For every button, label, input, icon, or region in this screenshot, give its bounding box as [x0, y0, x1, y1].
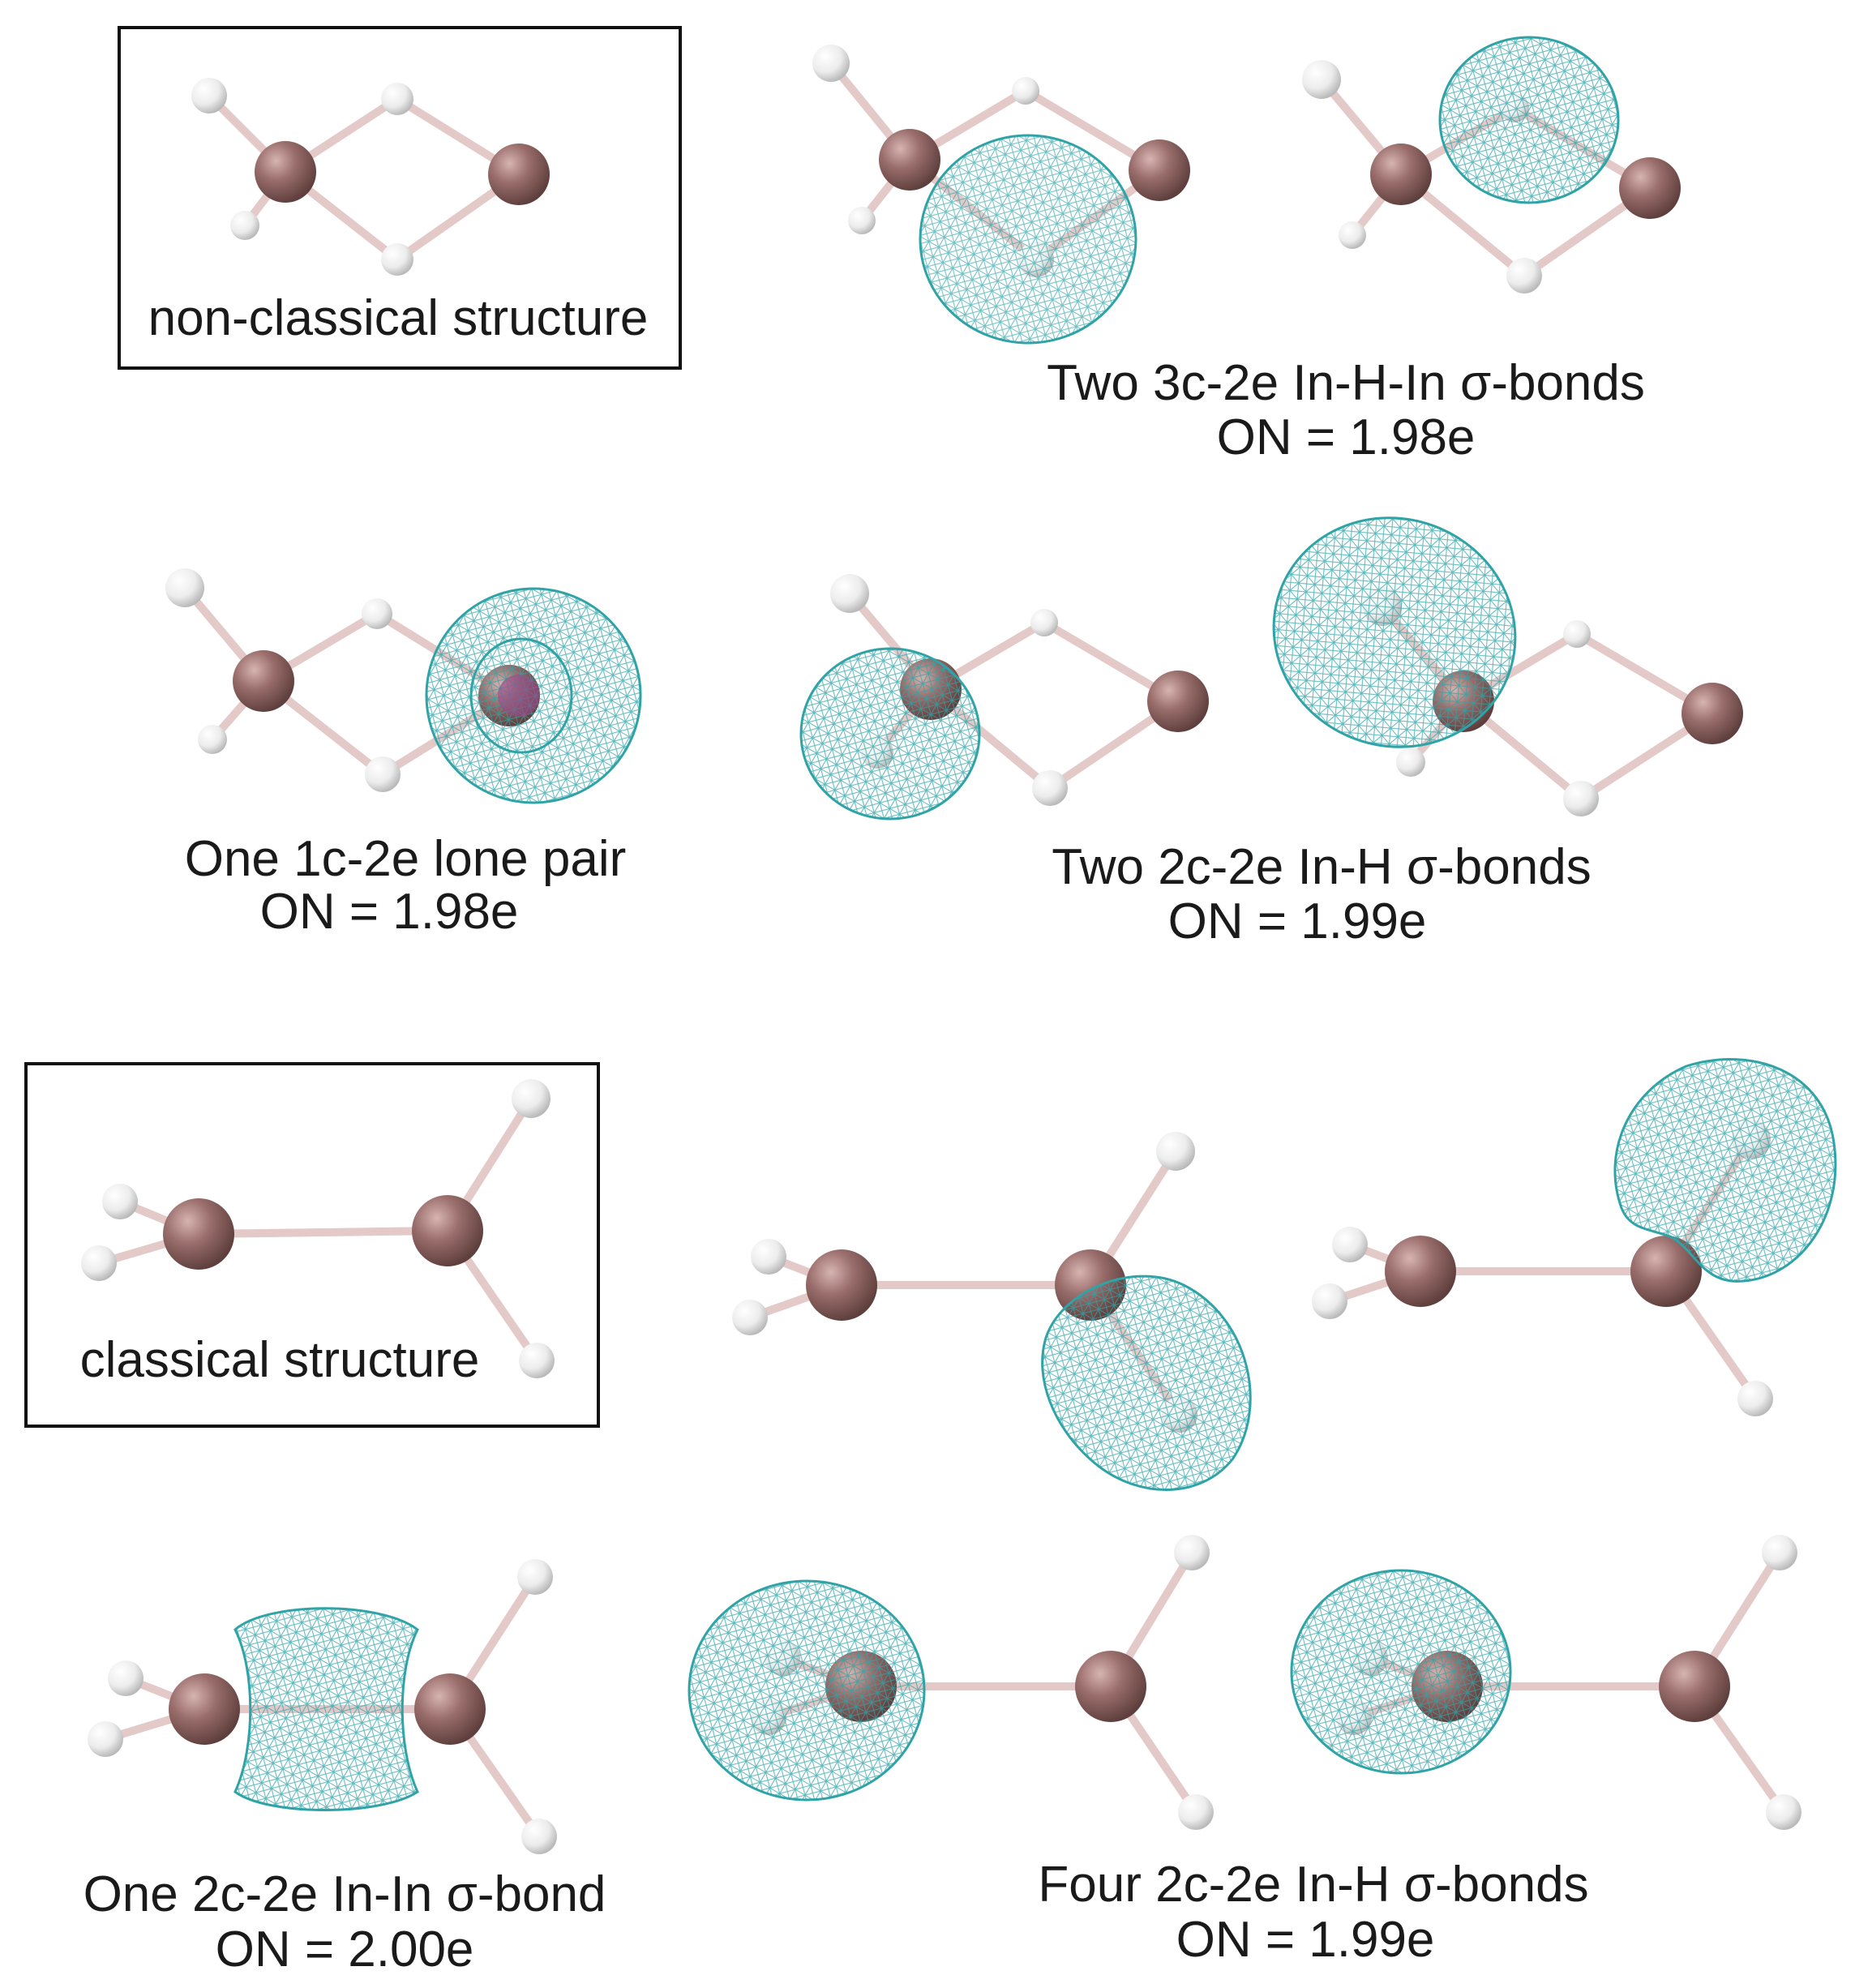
- hydrogen-atom: [512, 1079, 551, 1118]
- isosurface-mesh-inner: [469, 637, 573, 754]
- indium-atom: [1370, 144, 1432, 205]
- hydrogen-atom: [165, 568, 204, 607]
- indium-atom: [1659, 1651, 1730, 1722]
- bottom-right-occupancy: ON = 1.99e: [1176, 1912, 1435, 1968]
- indium-atom: [1681, 683, 1743, 744]
- mid-right-occupancy: ON = 1.99e: [1167, 893, 1427, 949]
- hydrogen-atom: [1396, 748, 1425, 777]
- top-right-caption: Two 3c-2e In-H-In σ-bonds: [1047, 355, 1645, 411]
- hydrogen-atom: [381, 83, 413, 115]
- isosurface-mesh: [919, 134, 1137, 345]
- hydrogen-atom: [108, 1660, 144, 1696]
- indium-atom: [255, 141, 316, 203]
- indium-atom: [1619, 157, 1681, 219]
- isosurface-mesh: [1041, 1275, 1252, 1491]
- hydrogen-atom: [812, 45, 850, 82]
- hydrogen-atom: [1032, 770, 1068, 806]
- hydrogen-atom: [1762, 1535, 1797, 1570]
- hydrogen-atom: [1506, 258, 1542, 293]
- hydrogen-atom: [81, 1245, 117, 1281]
- hydrogen-atom: [1302, 60, 1341, 99]
- hydrogen-atom: [1563, 781, 1599, 816]
- hydrogen-atom: [198, 725, 227, 754]
- hydrogen-atom: [1563, 620, 1591, 648]
- hydrogen-atom: [365, 756, 401, 792]
- mid-right-caption: Two 2c-2e In-H σ-bonds: [1052, 839, 1592, 895]
- indium-atom: [412, 1195, 483, 1266]
- hydrogen-atom: [381, 243, 413, 276]
- hydrogen-atom: [88, 1721, 123, 1757]
- non-classical-label: non-classical structure: [148, 290, 649, 346]
- classical-box: [24, 1062, 600, 1428]
- in-h-bond-orbital-5: [688, 1535, 1214, 1830]
- isosurface-mesh: [1272, 516, 1517, 748]
- hydrogen-atom: [1339, 221, 1366, 249]
- bottom-left-occupancy: ON = 2.00e: [215, 1922, 474, 1977]
- hydrogen-atom: [362, 598, 392, 629]
- indium-atom: [1075, 1651, 1146, 1722]
- hydrogen-atom: [517, 1559, 553, 1595]
- lone-pair-orbital: [165, 568, 642, 804]
- hydrogen-atom: [751, 1239, 786, 1275]
- indium-atom: [163, 1198, 234, 1270]
- isosurface-mesh: [1290, 1569, 1512, 1775]
- indium-atom: [488, 144, 550, 205]
- in-h-bond-orbital-1: [799, 574, 1209, 820]
- hydrogen-atom: [1312, 1283, 1347, 1319]
- hydrogen-atom: [1178, 1794, 1214, 1830]
- lone-pair-core: [498, 675, 540, 717]
- classical-label: classical structure: [79, 1332, 480, 1388]
- hydrogen-atom: [1030, 609, 1058, 636]
- hydrogen-atom: [102, 1184, 138, 1219]
- hydrogen-atom: [230, 211, 259, 240]
- hydrogen-atom: [521, 1819, 557, 1854]
- in-in-bond-orbital: [88, 1559, 557, 1854]
- isosurface-mesh: [233, 1607, 419, 1811]
- mid-left-occupancy: ON = 1.98e: [259, 884, 519, 940]
- three-center-bond-orbital-1: [812, 45, 1190, 345]
- top-right-occupancy: ON = 1.98e: [1216, 409, 1476, 465]
- hydrogen-atom: [830, 574, 869, 613]
- bottom-right-caption: Four 2c-2e In-H σ-bonds: [1038, 1857, 1589, 1913]
- indium-atom: [879, 129, 940, 191]
- non-classical-box: [118, 26, 682, 370]
- indium-atom: [1147, 671, 1209, 732]
- hydrogen-atom: [1332, 1227, 1368, 1262]
- non-classical-molecule: [191, 78, 550, 276]
- hydrogen-atom: [848, 207, 876, 234]
- isosurface-mesh: [1438, 36, 1620, 204]
- in-h-bond-orbital-2: [1272, 516, 1743, 816]
- mid-left-caption: One 1c-2e lone pair: [184, 831, 627, 887]
- in-h-bond-orbital-4: [1312, 1058, 1837, 1416]
- indium-atom: [233, 650, 294, 712]
- isosurface-mesh: [688, 1579, 926, 1802]
- isosurface-mesh: [799, 647, 981, 820]
- in-h-bond-orbital-3: [732, 1132, 1252, 1491]
- hydrogen-atom: [732, 1300, 768, 1335]
- hydrogen-atom: [1737, 1381, 1773, 1416]
- hydrogen-atom: [1156, 1132, 1195, 1171]
- bottom-left-caption: One 2c-2e In-In σ-bond: [83, 1866, 606, 1922]
- indium-atom: [169, 1673, 240, 1745]
- indium-atom: [1129, 139, 1190, 201]
- hydrogen-atom: [1766, 1794, 1801, 1830]
- classical-molecule: [81, 1079, 555, 1378]
- hydrogen-atom: [519, 1343, 555, 1378]
- hydrogen-atom: [1174, 1535, 1210, 1570]
- indium-atom: [1630, 1236, 1702, 1307]
- hydrogen-atom: [1012, 77, 1039, 105]
- indium-atom: [414, 1673, 486, 1745]
- in-h-bond-orbital-6: [1290, 1535, 1801, 1830]
- indium-atom: [1385, 1236, 1456, 1307]
- three-center-bond-orbital-2: [1302, 36, 1681, 293]
- indium-atom: [806, 1249, 877, 1321]
- isosurface-mesh: [1613, 1058, 1837, 1283]
- hydrogen-atom: [191, 78, 227, 114]
